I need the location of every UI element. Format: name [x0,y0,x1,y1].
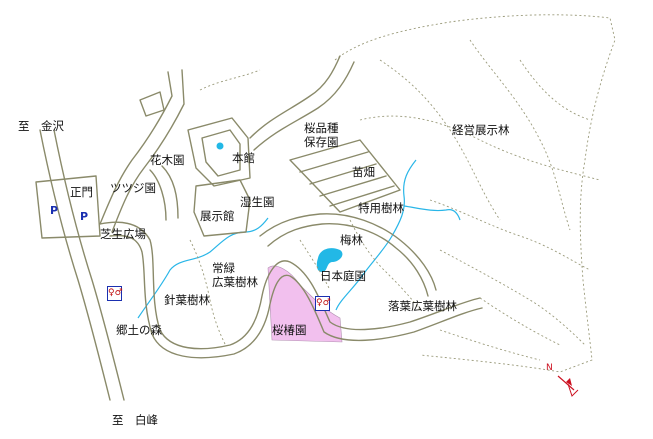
main-road-outer [99,221,481,350]
road-north-west-2 [111,69,185,233]
label-hozon-en: 保存園 [304,135,339,149]
road-tenjikan [193,179,251,237]
parking-icon: P [80,210,89,223]
label-rakuyou-jurin: 落葉広葉樹林 [388,299,457,313]
label-kaboku-en: 花木園 [150,153,185,167]
road-honkan-block [187,117,251,187]
label-naebata: 苗畑 [352,165,375,179]
road-center-north-2 [253,61,355,151]
naebata-grid [289,139,401,213]
road-west-branch [149,165,179,221]
label-kyoudo-no-mori: 郷土の森 [116,323,162,337]
label-sakura-hinshu: 桜品種 [304,121,339,135]
highway-left [39,129,111,401]
label-shisei-en: 湿生園 [240,195,275,209]
main-road-inner [109,234,483,359]
north-arrow-icon [557,375,579,397]
trail-5 [439,249,586,346]
stream-west [137,217,269,319]
road-east-loop [259,213,437,291]
label-to-kanazawa: 至 金沢 [18,119,64,133]
label-nihon-teien: 日本庭園 [320,269,366,283]
trail-12 [439,329,541,361]
road-west-stub [139,91,165,117]
parking-icon: P [50,204,59,217]
trail-3 [469,39,571,231]
trail-7 [349,219,421,311]
park-boundary [334,14,616,373]
trail-6 [479,297,561,346]
trail-1 [359,115,601,181]
label-tsutsuji-en: ツツジ園 [110,181,156,195]
label-honkan: 本館 [232,151,255,165]
label-outsubaki-en: 桜椿園 [272,323,307,337]
label-shibafu-hiroba: 芝生広場 [100,227,146,241]
parking-lot-outline [35,175,101,239]
road-east-loop-2 [267,223,429,297]
road-center-north [249,55,341,139]
honkan-fountain [216,142,224,150]
trail-11 [519,59,591,121]
label-ume-rin: 梅林 [340,233,363,247]
trail-2 [379,59,501,221]
trail-8 [299,239,331,291]
pond [316,248,343,272]
restroom-icon: ♀♂ [107,286,123,301]
label-tenjikan: 展示館 [200,209,235,223]
restroom-icon: ♀♂ [315,296,331,311]
label-kouyou-jurin: 広葉樹林 [212,275,258,289]
label-to-shiramine: 至 白峰 [112,413,158,427]
stream-east [335,159,417,311]
label-keiei-tenjirin: 経営展示林 [452,123,510,137]
label-north: N [546,363,553,373]
trail-9 [189,239,227,347]
stream-east-branch [403,205,461,221]
label-tokuyou-jurin: 特用樹林 [358,201,404,215]
trail-4 [429,199,591,271]
label-main-gate: 正門 [70,185,93,199]
label-shinyou-jurin: 針葉樹林 [164,293,210,307]
highway-right [53,129,125,401]
road-honkan-inner [201,129,241,177]
label-jouryoku: 常緑 [212,261,235,275]
trail-10 [199,69,261,91]
